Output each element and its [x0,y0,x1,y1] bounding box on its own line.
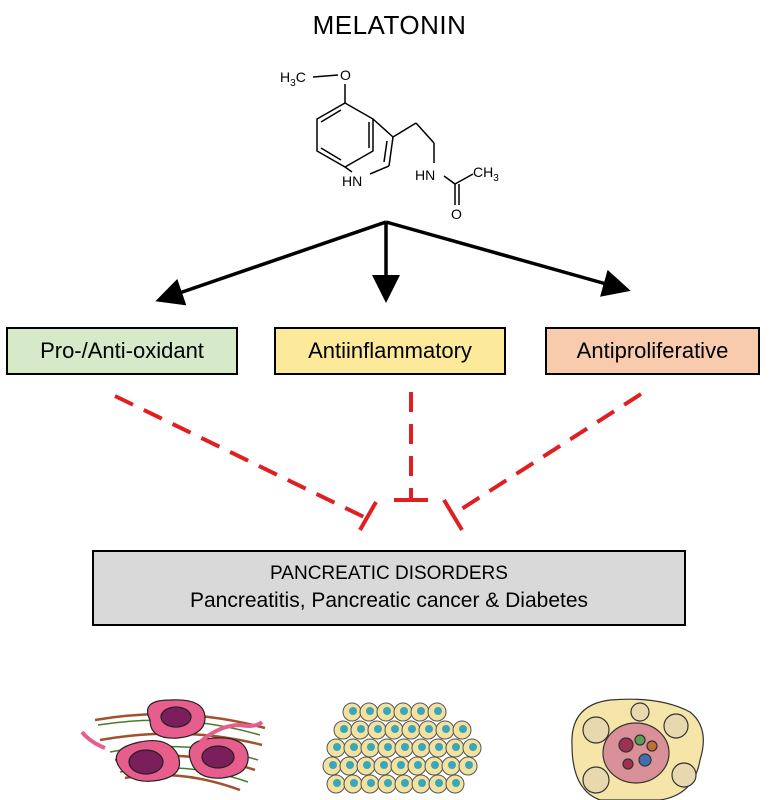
acinar-nucleus [384,779,392,787]
effect-label-oxidant: Pro-/Anti-oxidant [40,338,204,363]
ether-oxygen-label: O [340,67,351,83]
acinar-nucleus [459,725,467,733]
acinar-nucleus [418,743,426,751]
acinar-nucleus [435,743,443,751]
islet-illustration [571,698,704,800]
acinar-nucleus [333,743,341,751]
effect-label-antiinflammatory: Antiinflammatory [308,338,472,363]
indole-nh-label: HN [342,173,362,189]
arrow-to-proliferative [385,220,631,297]
acinar-nucleus [384,743,392,751]
carbonyl-oxygen-label: O [451,206,462,222]
diagram-title: MELATONIN [312,10,467,40]
disorders-subtitle: Pancreatitis, Pancreatic cancer & Diabet… [189,589,589,612]
stellate-cells-illustration [80,699,266,792]
acinar-nucleus [329,761,337,769]
acinar-nucleus [383,707,391,715]
inhibit-bar-proliferative [442,498,464,532]
methoxy-label: H3C [280,69,306,89]
acinar-nucleus [397,761,405,769]
effect-box-oxidant: Pro-/Anti-oxidant [6,327,238,375]
acinar-nucleus [401,743,409,751]
acinar-nucleus [366,707,374,715]
arrow-to-oxidant [155,220,387,306]
acinar-nucleus [333,779,341,787]
acinar-nucleus [340,725,348,733]
acinar-nucleus [418,779,426,787]
acinar-nucleus [374,725,382,733]
acinar-nucleus [380,761,388,769]
methyl-label: CH3 [473,164,499,184]
inhibit-bar-oxidant [358,501,378,531]
amide-nh-label: HN [415,167,435,183]
acinar-nucleus [391,725,399,733]
effect-box-antiproliferative: Antiproliferative [545,327,760,375]
acinar-nucleus [350,743,358,751]
acinar-nucleus [367,779,375,787]
acinar-nucleus [448,761,456,769]
disorders-title: PANCREATIC DISORDERS [270,563,508,584]
acinar-nucleus [442,725,450,733]
melatonin-structure: H3C O HN HN CH3 O [280,67,499,222]
acinar-nucleus [452,743,460,751]
effect-box-antiinflammatory: Antiinflammatory [274,327,506,375]
acinar-nucleus [452,779,460,787]
acinar-nucleus [363,761,371,769]
acinar-nucleus [350,779,358,787]
acinar-nucleus [414,761,422,769]
acinar-nucleus [346,761,354,769]
acinar-nucleus [367,743,375,751]
acinar-nucleus [434,707,442,715]
disorders-box: PANCREATIC DISORDERS Pancreatitis, Pancr… [92,550,686,626]
acinar-nucleus [431,761,439,769]
acinar-cells-illustration [322,702,482,794]
acinar-nucleus [435,779,443,787]
effect-label-antiproliferative: Antiproliferative [576,338,729,363]
acinar-nucleus [469,743,477,751]
acinar-nucleus [465,761,473,769]
acinar-nucleus [401,779,409,787]
inhibit-line-proliferative [458,392,643,512]
acinar-nucleus [349,707,357,715]
inhibit-line-oxidant [114,394,365,519]
acinar-nucleus [425,725,433,733]
acinar-nucleus [417,707,425,715]
acinar-nucleus [357,725,365,733]
acinar-nucleus [408,725,416,733]
acinar-nucleus [400,707,408,715]
